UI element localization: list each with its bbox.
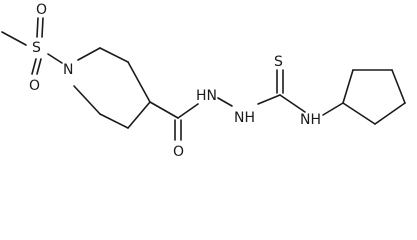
- cyclopentyl-bond-3: [391, 69, 406, 104]
- bond-s-o-bottom-1: [31, 58, 37, 75]
- ring-bond-n-c2: [77, 47, 101, 61]
- bond-carbonyl-nh: [177, 103, 199, 119]
- bond-nh-cyclopentyl: [322, 102, 344, 116]
- bond-thiocarbonyl-nh: [279, 94, 306, 113]
- atom-label-oxygen-bottom: O: [29, 78, 40, 94]
- cyclopentyl-bond-4: [374, 102, 406, 125]
- bond-s-o-top-2: [41, 17, 44, 38]
- bond-methyl-s: [1, 31, 27, 46]
- molecule-drawing: S O O N O HN NH S NH: [1, 2, 406, 160]
- cyclopentyl-bond-5: [342, 102, 376, 125]
- bond-ring-carbonyl: [149, 101, 179, 119]
- ring-bond-c5-c6: [99, 113, 129, 129]
- atom-label-hydrazide-nh-right: NH: [234, 110, 255, 126]
- atom-label-sulfonyl-s: S: [32, 40, 41, 56]
- atom-label-thione-sulfur: S: [274, 54, 283, 70]
- bond-nh-thiocarbonyl: [257, 94, 281, 105]
- bond-nh-nh: [217, 97, 233, 107]
- chemical-structure-diagram: S O O N O HN NH S NH: [1, 2, 406, 160]
- atom-label-cyclopentyl-nh: NH: [300, 112, 321, 128]
- atom-label-oxygen-top: O: [36, 2, 47, 18]
- ring-bond-c4-c5: [127, 101, 151, 129]
- atom-label-hydrazide-nh-left: HN: [196, 88, 217, 104]
- atom-label-ring-nitrogen: N: [63, 62, 73, 78]
- bond-s-o-top-1: [36, 17, 39, 38]
- ring-bond-c3-c4: [127, 61, 151, 103]
- bond-s-n: [47, 53, 63, 64]
- ring-bond-c6-n: [73, 85, 101, 115]
- bond-s-o-bottom-2: [36, 58, 42, 75]
- atom-label-carbonyl-oxygen: O: [173, 144, 184, 160]
- cyclopentyl-bond-1: [342, 69, 354, 104]
- ring-bond-c2-c3: [99, 47, 129, 63]
